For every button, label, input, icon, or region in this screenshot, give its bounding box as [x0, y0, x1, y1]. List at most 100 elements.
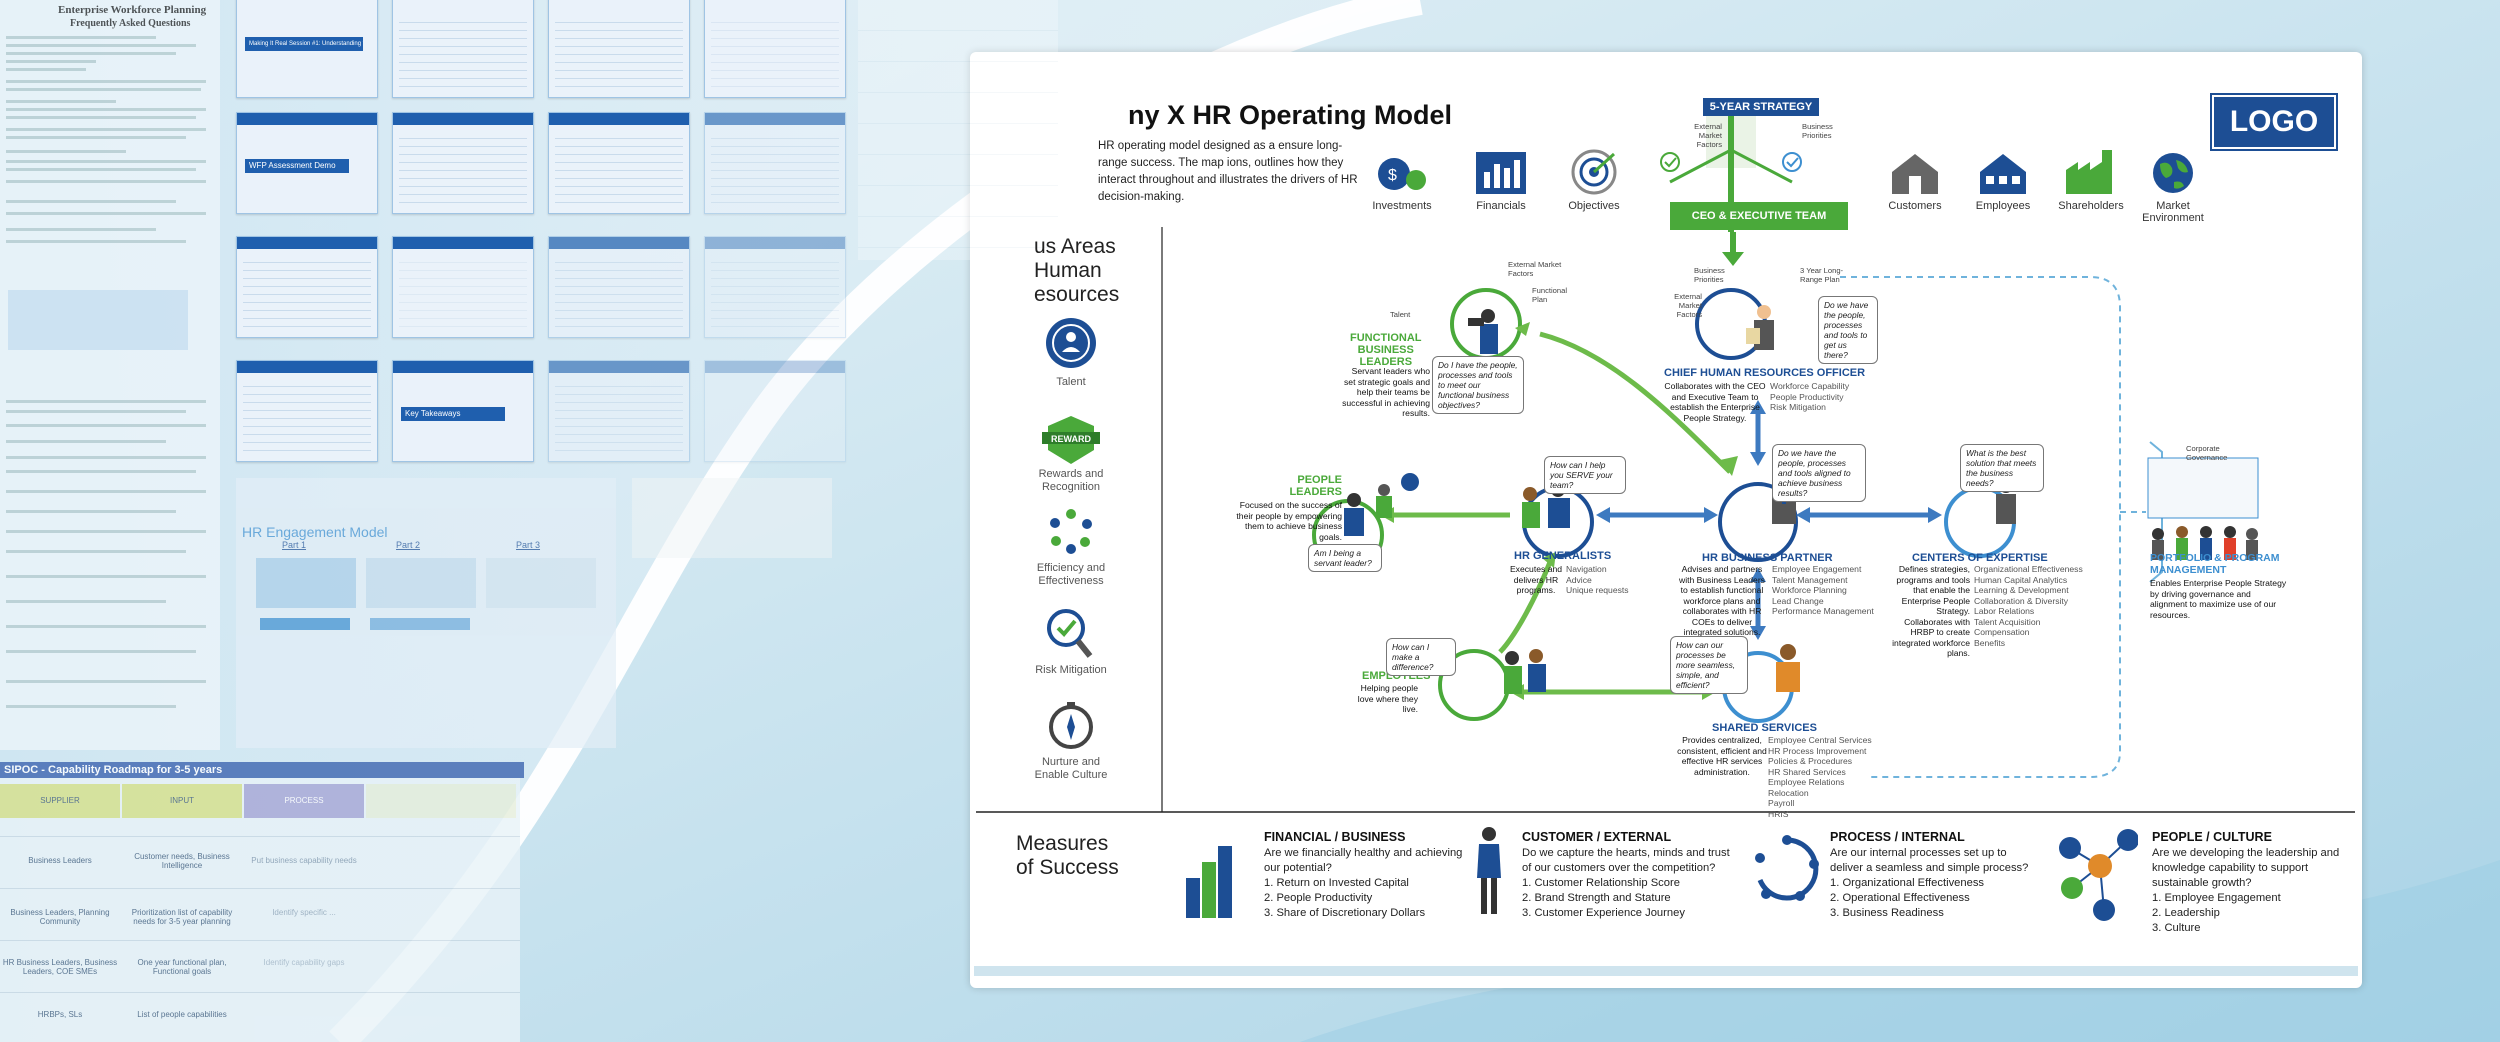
employees-label: Employees [1975, 200, 2031, 212]
svg-text:$: $ [1388, 167, 1397, 184]
model-title: ny X HR Operating Model [1128, 100, 1453, 130]
slide-label: WFP Assessment Demo [245, 159, 349, 173]
slide-thumb: WFP Assessment Demo [236, 112, 378, 214]
ceo-executive-team: CEO & EXECUTIVE TEAM [1670, 202, 1848, 230]
measure-financial-head: FINANCIAL / BUSINESS [1264, 830, 1406, 844]
slide-thumb [236, 360, 378, 462]
hrbp-question: Do we have the people, processes and too… [1772, 444, 1866, 502]
slide-thumb: Making It Real Session #1: Understanding… [236, 0, 378, 98]
strategy-factors-left: External Market Factors [1694, 122, 1722, 149]
factory-icon [2066, 150, 2116, 194]
sipoc-title: SIPOC - Capability Roadmap for 3-5 years [0, 762, 524, 778]
reward-badge-icon: REWARD [1042, 414, 1100, 466]
shared-services-title: SHARED SERVICES [1712, 722, 1817, 734]
measure-process-body: Are our internal processes set up to del… [1830, 847, 2029, 919]
customers-label: Customers [1888, 200, 1942, 212]
strategy-factors-right: Business Priorities [1802, 122, 1833, 140]
house-icon [1890, 152, 1940, 194]
bar-chart-icon [1476, 152, 1526, 194]
hrbp-title: HR BUSINESS PARTNER [1702, 552, 1833, 564]
compass-icon [1048, 700, 1094, 750]
chro-plan: 3 Year Long-Range Plan [1800, 266, 1844, 284]
measure-customer-head: CUSTOMER / EXTERNAL [1522, 830, 1672, 844]
faded-table [858, 0, 1058, 260]
portfolio-governance: Corporate Governance [2186, 444, 2228, 462]
shareholders-label: Shareholders [2058, 200, 2124, 212]
logo: LOGO [2210, 93, 2338, 151]
coe-question: What is the best solution that meets the… [1960, 444, 2044, 492]
hr-generalists-question: How can I help you SERVE your team? [1544, 456, 1626, 494]
slide-thumb [548, 360, 690, 462]
financials-label: Financials [1476, 200, 1526, 212]
measure-process-head: PROCESS / INTERNAL [1830, 830, 1965, 844]
functional-leaders-question: Do I have the people, processes and tool… [1432, 356, 1524, 414]
shared-services-desc: Provides centralized, consistent, effici… [1677, 735, 1767, 777]
hr-generalists-desc: Executes and delivers HR programs. [1509, 564, 1563, 595]
functional-leaders-desc: Servant leaders who set strategic goals … [1342, 366, 1430, 418]
functional-ext-factors: External Market Factors [1508, 260, 1562, 278]
measure-people-body: Are we developing the leadership and kno… [2152, 847, 2340, 934]
strategy-banner: 5-YEAR STRATEGY [1703, 98, 1819, 116]
slide-thumb [392, 236, 534, 338]
coe-title: CENTERS OF EXPERTISE [1912, 552, 2048, 564]
slide-thumb [392, 112, 534, 214]
shared-services-question: How can our processes be more seamless, … [1670, 636, 1748, 694]
investments-label: Investments [1372, 200, 1432, 212]
document-subtitle: Frequently Asked Questions [70, 18, 191, 29]
measure-financial-body: Are we financially healthy and achieving… [1264, 847, 1463, 919]
functional-plan: Functional Plan [1532, 286, 1568, 304]
slide-label: Key Takeaways [401, 407, 505, 421]
slide-thumb [548, 0, 690, 98]
functional-talent-label: Talent [1390, 310, 1411, 319]
slide-thumb [548, 236, 690, 338]
employees-desc: Helping people love where they live. [1357, 683, 1418, 714]
slide-thumb [704, 360, 846, 462]
measure-people-head: PEOPLE / CULTURE [2152, 830, 2272, 844]
document-title: Enterprise Workforce Planning [58, 4, 207, 16]
model-intro: HR operating model designed as a ensure … [1098, 140, 1358, 203]
magnifier-check-icon [1044, 606, 1094, 660]
slide-thumb [236, 236, 378, 338]
faq-document: Enterprise Workforce Planning Frequently… [0, 0, 220, 750]
people-network-icon [2056, 826, 2139, 922]
people-leaders-desc: Focused on the success of their people b… [1236, 500, 1342, 542]
process-cycle-icon [1752, 834, 1822, 904]
slide-thumb [704, 236, 846, 338]
market-environment-label: Market Environment [2142, 200, 2204, 224]
chro-question: Do we have the people, processes and too… [1818, 296, 1878, 364]
bar-chart-icon [1186, 838, 1246, 918]
slide-thumb [392, 0, 534, 98]
slide-thumb [704, 0, 846, 98]
slide-thumb: Key Takeaways [392, 360, 534, 462]
person-icon [1474, 826, 1504, 918]
sipoc-table: SIPOC - Capability Roadmap for 3-5 years… [0, 762, 524, 1042]
globe-icon [2152, 152, 2194, 194]
measure-customer-body: Do we capture the hearts, minds and trus… [1522, 847, 1730, 919]
efficiency-cycle-icon [1048, 508, 1094, 554]
chro-title: CHIEF HUMAN RESOURCES OFFICER [1664, 367, 1866, 379]
target-icon [1570, 148, 1618, 196]
house-icon [1978, 152, 2028, 194]
chro-priorities: Business Priorities [1694, 266, 1725, 284]
slide-thumb [548, 112, 690, 214]
portfolio-desc: Enables Enterprise People Strategy by dr… [2150, 578, 2287, 620]
hrbp-desc: Advises and partners with Business Leade… [1679, 564, 1765, 637]
focus-culture: Nurture and Enable Culture [1034, 756, 1108, 781]
people-leaders-question: Am I being a servant leader? [1308, 544, 1382, 572]
engagement-title: HR Engagement Model [242, 524, 388, 540]
objectives-label: Objectives [1568, 200, 1620, 212]
chro-desc: Collaborates with the CEO and Executive … [1664, 381, 1766, 423]
focus-talent: Talent [1056, 376, 1086, 388]
employees-question: How can I make a difference? [1386, 638, 1456, 676]
focus-rewards: Rewards and Recognition [1038, 468, 1104, 493]
